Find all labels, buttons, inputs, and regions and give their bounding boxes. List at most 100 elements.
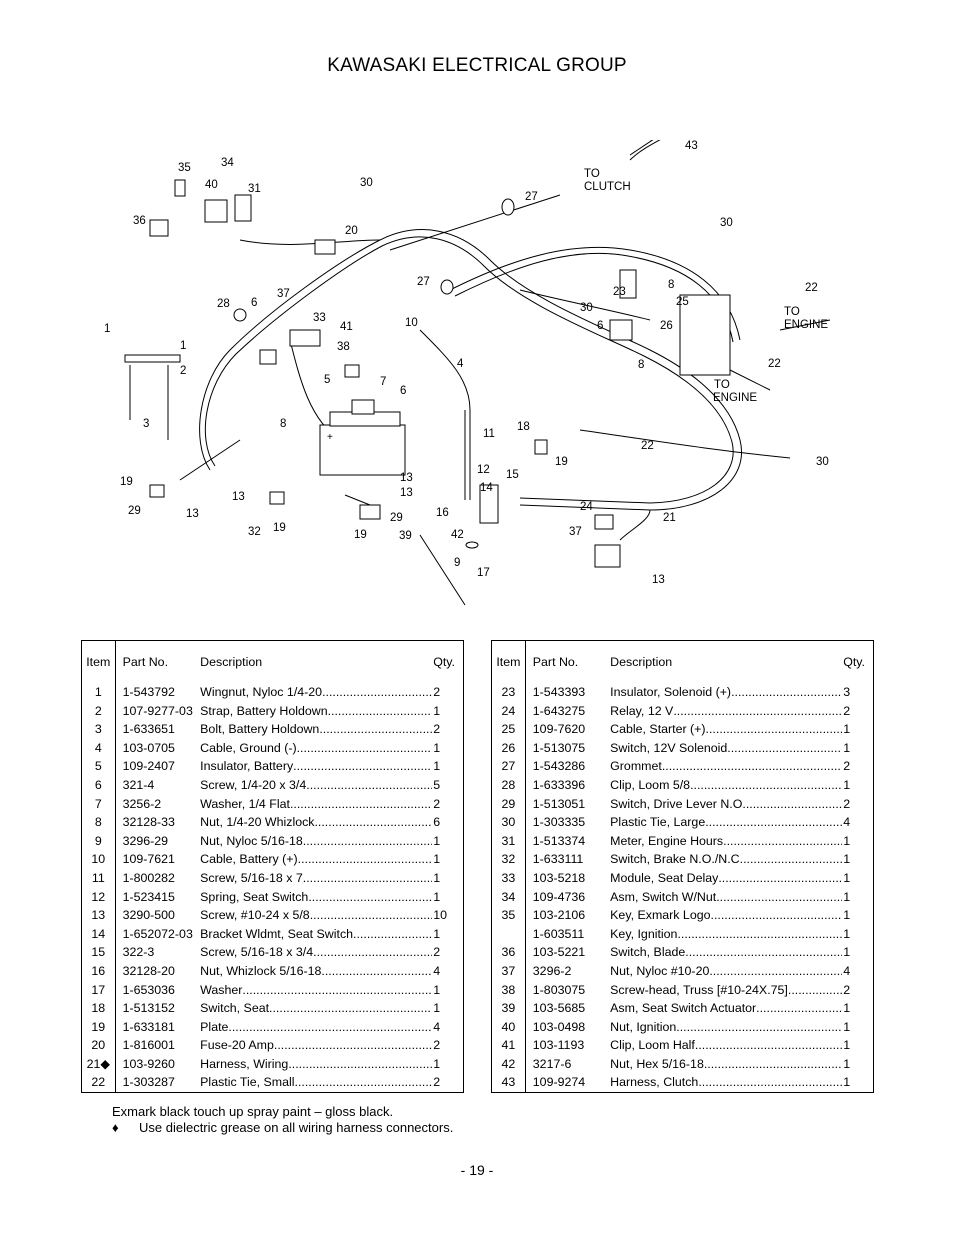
cell-description: Screw-head, Truss [#10-24X.75] [610,981,842,1000]
cell-qty: 2 [843,703,851,718]
callout: 29 [128,505,141,517]
callout: 3 [143,418,149,430]
cell-description: Bracket Wldmt, Seat Switch [200,925,432,944]
cell-part: 103-9260 [122,1056,175,1071]
callout: 30 [580,302,593,314]
callout: 40 [205,179,218,191]
callout: 13 [652,574,665,586]
cell-qty: 6 [433,815,441,830]
component-shapes [149,179,731,568]
cell-part: 3296-2 [532,963,572,978]
page-title: KAWASAKI ELECTRICAL GROUP [327,55,627,76]
cell-description: Nut, 1/4-20 Whizlock [200,813,432,832]
cell-qty: 1 [433,703,441,718]
callout: 36 [133,215,146,227]
cell-part: 103-5221 [532,945,586,960]
cell-part: 1-800282 [122,870,175,885]
cell-description: Spring, Seat Switch [200,888,432,907]
cell-item: 9 [81,831,116,851]
cell-item: 3 [81,720,116,739]
cell-qty: 4 [433,963,441,978]
cell-part: 1-633396 [532,777,586,792]
callout: 37 [277,288,290,300]
cell-item: 24 [491,701,526,721]
cell-item: 22 [81,1073,116,1093]
cell-part: 1-652072-03 [122,926,193,941]
cell-part: 103-1193 [532,1038,585,1053]
cell-description: Meter, Engine Hours [610,832,842,851]
callout: TO [584,168,600,180]
cell-description: Screw, 5/16-18 x 7 [200,869,432,888]
header-qty: Qty. [433,655,455,669]
cell-item: 15 [81,943,116,962]
cell-qty: 1 [433,852,441,867]
table-row: 171-653036Washer1 [81,980,464,1000]
table-row: 191-633181Plate4 [81,1017,464,1037]
callout: 29 [390,512,403,524]
cell-qty: 2 [843,759,851,774]
cell-item: 38 [491,980,526,1000]
cell-qty: 1 [433,740,441,755]
cell-description: Screw, #10-24 x 5/8 [200,906,432,925]
cell-qty: 1 [433,833,441,848]
callout: 6 [251,297,257,309]
cable-30-right [579,429,791,459]
callout: 19 [354,529,367,541]
cell-description: Clip, Loom 5/8 [610,776,842,795]
cell-qty: 1 [843,945,851,960]
cell-qty: 2 [843,982,851,997]
note-grease-text: Use dielectric grease on all wiring harn… [139,1120,454,1135]
callout: TO [784,306,800,318]
callout: 8 [280,418,286,430]
callout: 7 [380,376,386,388]
cell-part: 32128-33 [122,815,175,830]
cell-part: 1-816001 [122,1038,175,1053]
cell-description: Grommet [610,757,842,776]
cell-item: 17 [81,980,116,1000]
cell-part: 322-3 [122,945,155,960]
callout: 4 [457,358,464,370]
cell-qty: 1 [433,1001,441,1016]
cell-description: Insulator, Battery [200,757,432,776]
cell-part: 1-633111 [532,852,584,867]
harness-43 [629,140,654,156]
cell-qty: 1 [843,908,851,923]
cell-part: 103-0705 [122,740,175,755]
callout: 1 [180,340,186,352]
callout: 16 [436,507,449,519]
cell-item: 41 [491,1036,526,1055]
cell-qty: 1 [843,740,851,755]
engine-lead-2 [729,369,771,391]
callout: 5 [324,374,330,386]
harness-upper [239,239,381,245]
cell-qty: 1 [843,1056,851,1071]
battery: + [319,399,406,476]
callout: 2 [180,365,186,377]
cell-description: Cable, Battery (+) [200,850,432,869]
cell-item: 10 [81,850,116,869]
callout: 24 [580,501,593,513]
cell-item: 11 [81,868,116,888]
cell-part: 1-513051 [532,796,586,811]
lead-21 [619,509,651,541]
harness-loop-outer [199,229,742,511]
cell-description: Key, Ignition [610,925,842,944]
cell-description: Plate [200,1018,432,1037]
cell-description: Key, Exmark Logo [610,906,842,925]
cell-description: Screw, 5/16-18 x 3/4 [200,943,432,962]
cell-item: 25 [491,720,526,739]
cell-qty: 5 [433,777,441,792]
